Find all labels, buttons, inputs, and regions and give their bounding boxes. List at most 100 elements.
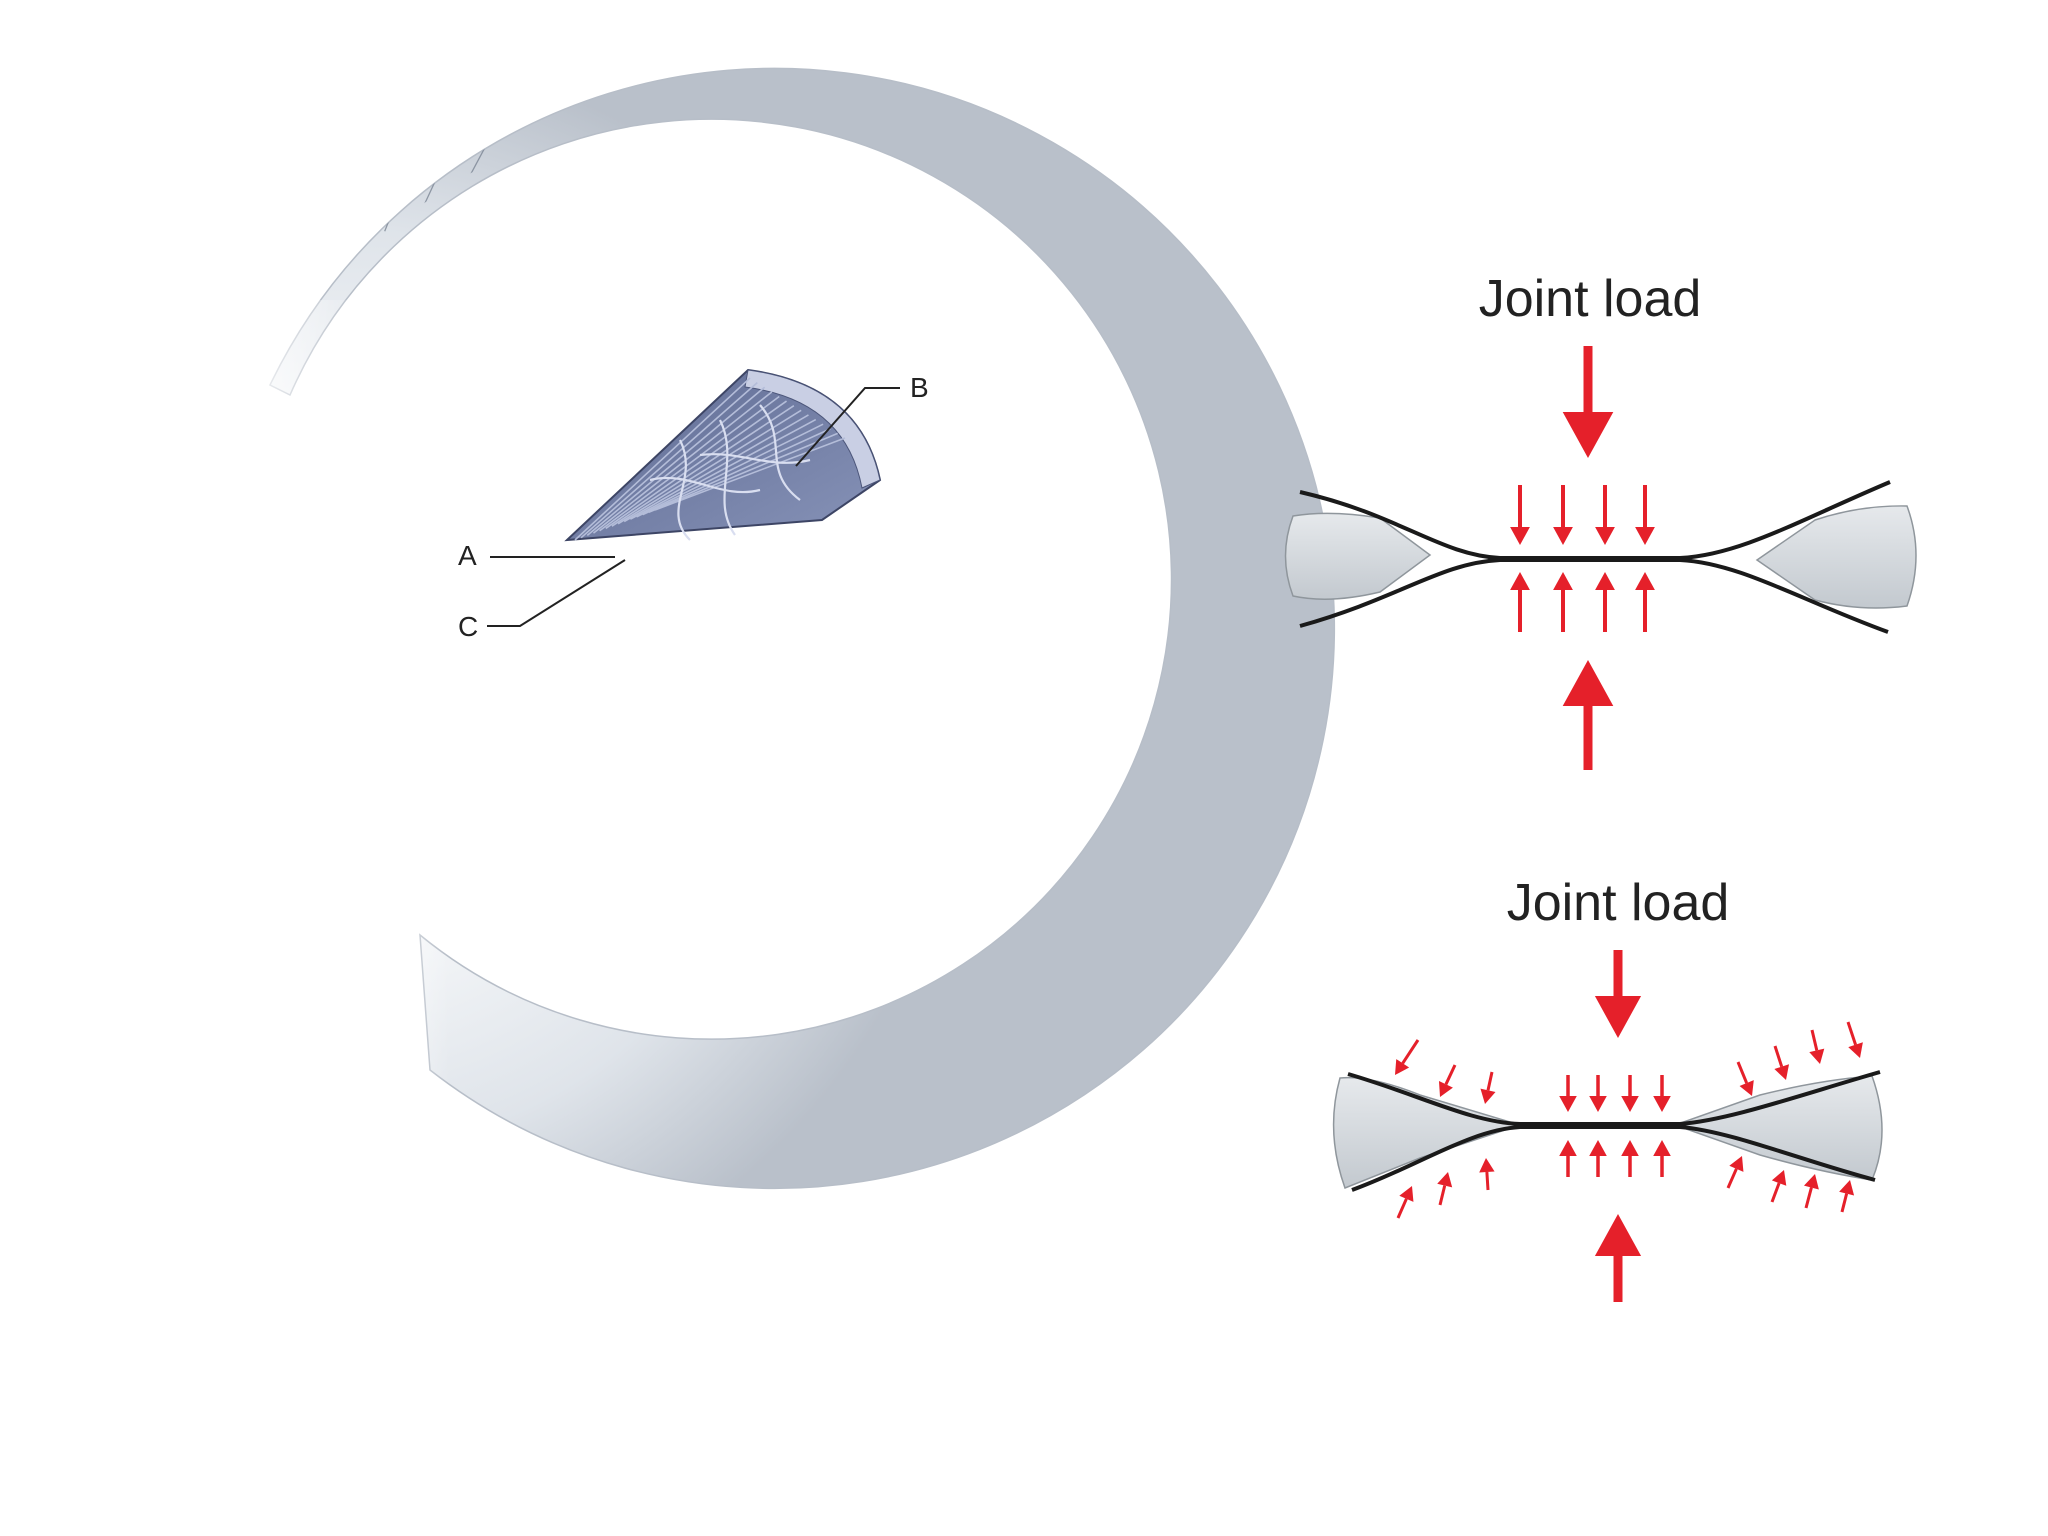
cutaway-fiber-line [605, 400, 787, 530]
cutaway-fiber-line [599, 395, 780, 532]
hoop-stress-arrow-shaft [1810, 1029, 1819, 1051]
small-arrow-down-head [1635, 527, 1655, 545]
small-arrow-up-head [1635, 572, 1655, 590]
fiber-mark [577, 224, 660, 301]
cutaway-fiber-line [654, 437, 846, 511]
fiber-mark [231, 128, 236, 239]
hoop-stress-arrow [1726, 1156, 1744, 1189]
small-arrow-down-head [1653, 1096, 1671, 1112]
hoop-stress-arrow-shaft [1804, 1187, 1813, 1209]
label-b: B [910, 372, 929, 403]
joint-load-panel-top: Joint load [1284, 270, 1917, 770]
small-arrow-down-head [1559, 1096, 1577, 1112]
fiber-mark [780, 586, 892, 593]
fiber-mark [358, 123, 395, 230]
meniscus-ring [269, 67, 1336, 1190]
cutaway-fiber-line [642, 428, 831, 516]
small-arrow-down-head [1621, 1096, 1639, 1112]
hoop-stress-arrow-head [1395, 1059, 1410, 1075]
big-load-arrow-down-head [1562, 412, 1614, 458]
fiber-mark [508, 175, 578, 265]
big-load-arrow-up [1594, 1214, 1642, 1302]
fiber-mark [0, 263, 7, 360]
small-arrow-down-head [1553, 527, 1573, 545]
big-load-arrow-up-head [1594, 1214, 1642, 1256]
hoop-stress-arrow [1736, 1061, 1754, 1096]
hoop-stress-arrow [1839, 1180, 1855, 1213]
lower-surface-line [1299, 558, 1889, 634]
hoop-stress-arrow-head [1480, 1088, 1496, 1104]
small-arrow-down-head [1595, 527, 1615, 545]
hoop-stress-arrow-shaft [1485, 1171, 1490, 1191]
fiber-mark [791, 715, 898, 751]
hoop-stress-arrow [1846, 1021, 1863, 1058]
leader-b [795, 387, 900, 467]
fiber-mark [281, 120, 300, 231]
small-arrow-up-head [1621, 1140, 1639, 1156]
fiber-mark [785, 766, 887, 814]
fiber-mark [332, 120, 364, 229]
load-arrows-top [1510, 346, 1655, 770]
hoop-stress-arrow [1770, 1170, 1787, 1203]
panel-bottom-title: Joint load [1507, 874, 1730, 932]
fiber-mark [143, 151, 157, 261]
fiber-mark [0, 243, 26, 342]
hoop-stress-arrow-head [1399, 1186, 1414, 1202]
big-load-arrow-up [1562, 660, 1614, 770]
radial-tie-fibers [649, 404, 811, 541]
fiber-mark [84, 176, 110, 284]
hoop-stress-arrow-head [1809, 1048, 1825, 1064]
hoop-stress-arrow [1773, 1045, 1790, 1080]
hoop-stress-arrow [1803, 1174, 1819, 1209]
fiber-mark [204, 134, 205, 245]
fiber-mark [598, 243, 685, 315]
fiber-mark [766, 529, 878, 539]
meniscus-illustration: B A C [0, 67, 1336, 1190]
lower-surface-line-loaded [1351, 1125, 1876, 1192]
small-arrow-up [1621, 1140, 1639, 1177]
small-arrow-up [1553, 572, 1573, 632]
fiber-mark [174, 142, 182, 253]
meniscus-wedge-left [1284, 512, 1432, 600]
hoop-stress-arrow [1809, 1029, 1825, 1064]
load-arrows-bottom [1395, 950, 1863, 1302]
small-arrow-up-head [1553, 572, 1573, 590]
fiber-mark [789, 637, 900, 656]
cutaway-fiber-line [592, 391, 773, 534]
hoop-stress-arrow [1438, 1064, 1457, 1097]
hoop-stress-arrow-shaft [1846, 1021, 1857, 1046]
small-arrow-up [1653, 1140, 1671, 1177]
meniscus-cutaway [564, 368, 882, 542]
small-arrow-up-head [1559, 1140, 1577, 1156]
small-arrow-up-head [1589, 1140, 1607, 1156]
hoop-stress-arrow-head [1803, 1174, 1819, 1190]
hoop-stress-arrow [1437, 1172, 1453, 1206]
cutaway-fiber-line [611, 405, 795, 527]
small-arrow-down [1653, 1075, 1671, 1112]
fiber-mark [256, 123, 267, 233]
fiber-mark [113, 163, 133, 272]
small-arrow-down [1635, 485, 1655, 545]
hoop-stress-arrow [1396, 1186, 1414, 1219]
big-load-arrow-down-head [1594, 996, 1642, 1038]
label-a: A [458, 540, 477, 571]
big-load-arrow-down [1594, 950, 1642, 1038]
hoop-stress-arrow-head [1848, 1042, 1863, 1058]
fiber-mark [2, 224, 46, 326]
hoop-stress-arrow-shaft [1770, 1182, 1781, 1203]
bottom-left-fade [330, 880, 450, 1100]
small-arrow-up [1510, 572, 1530, 632]
big-load-arrow-down [1562, 346, 1614, 458]
cutaway-fiber-line [623, 414, 809, 523]
cutaway-fiber-line [617, 409, 802, 525]
hoop-stress-arrow-head [1479, 1158, 1495, 1173]
cutaway-fiber-line [586, 386, 766, 536]
cutaway-fiber-line [580, 382, 758, 539]
fiber-mark [554, 206, 634, 288]
leader-c [487, 559, 626, 627]
fiber-mark [56, 190, 88, 296]
fiber-mark [791, 663, 901, 688]
meniscus-wedge-right [1755, 505, 1917, 609]
hoop-stress-arrow [1480, 1071, 1496, 1104]
